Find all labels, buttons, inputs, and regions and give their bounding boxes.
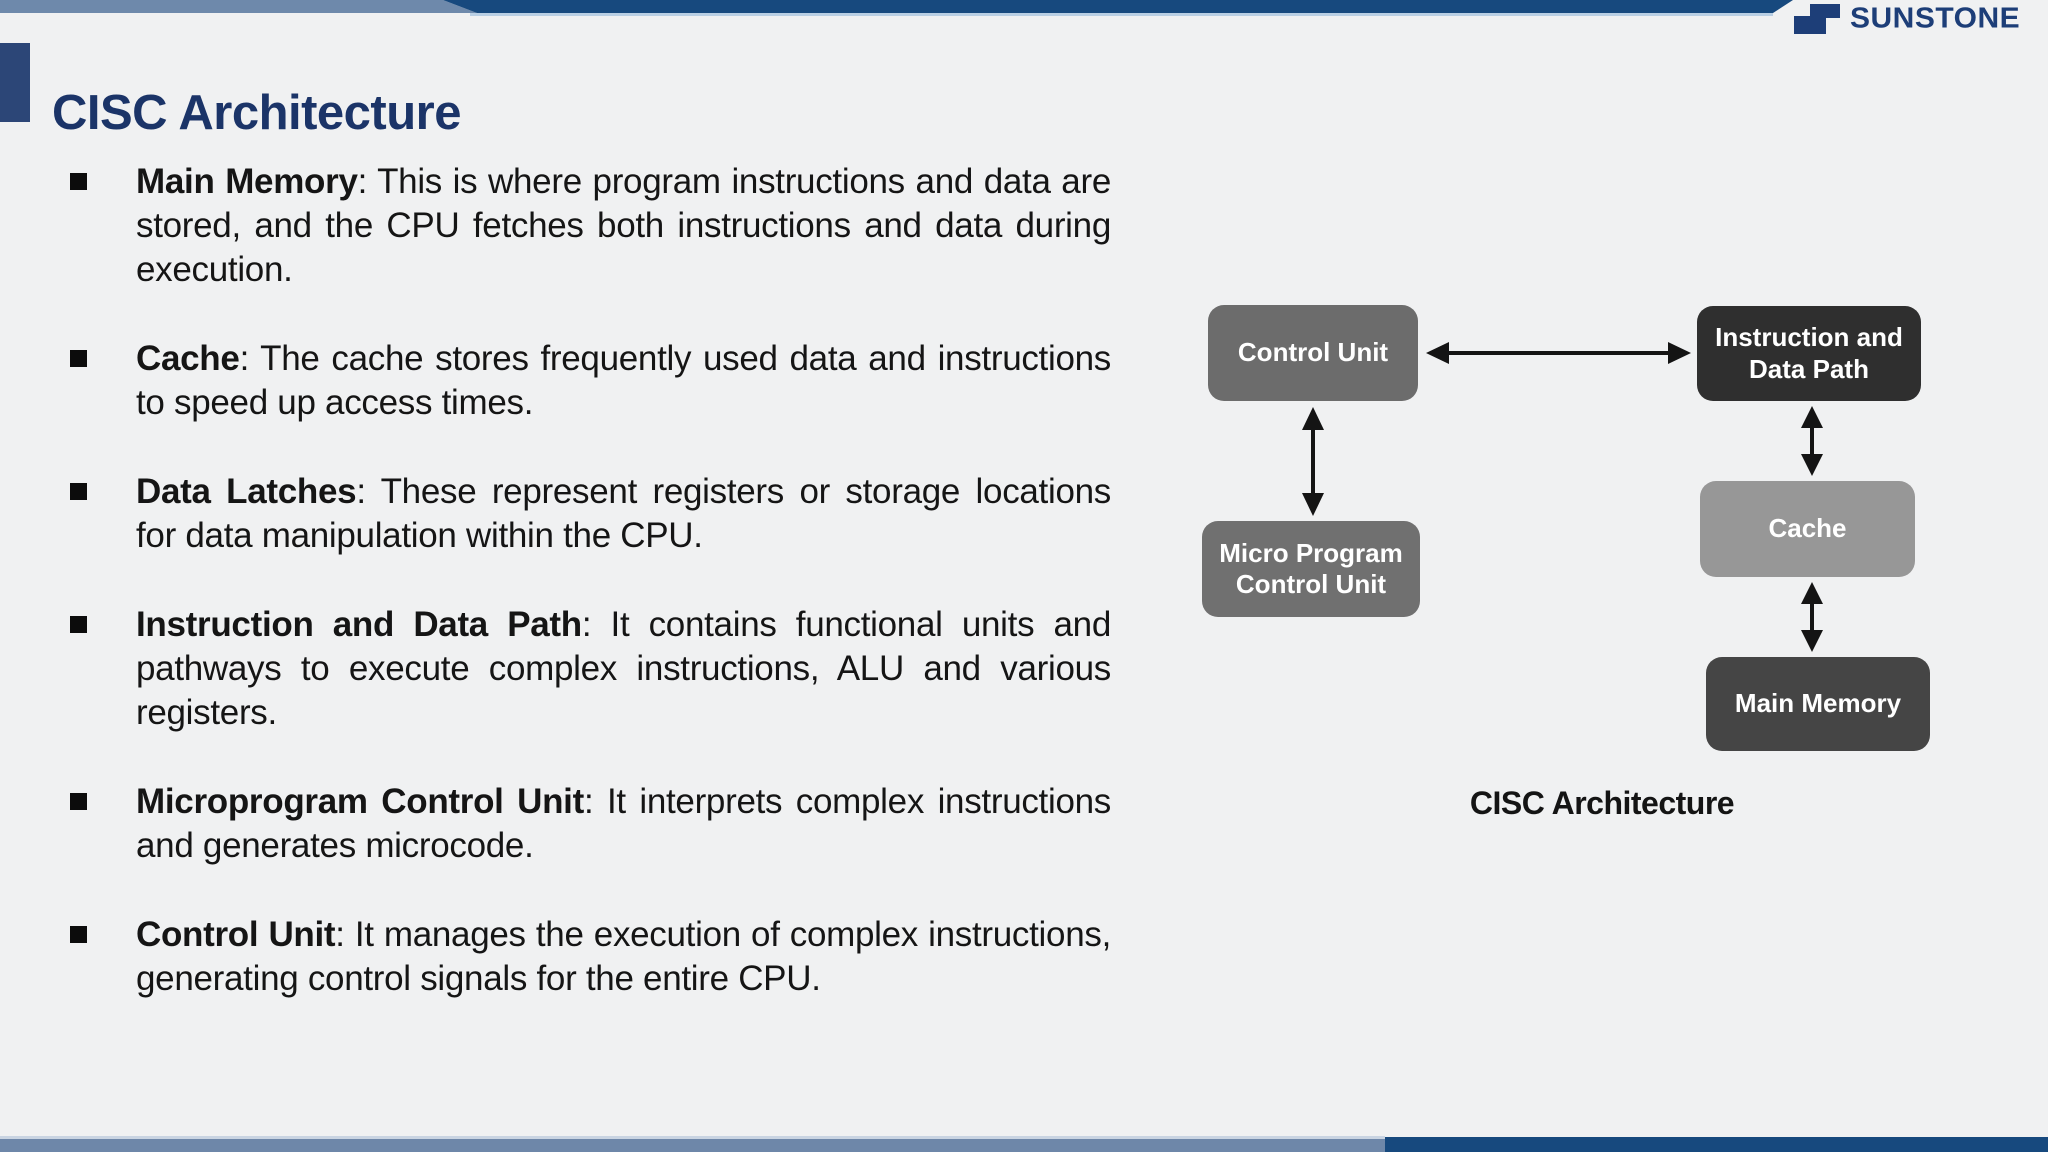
bullet-desc: : It manages the execution of complex in…	[136, 915, 1111, 998]
bullet-term: Cache	[136, 339, 240, 378]
diagram-node-instruction-data-path: Instruction and Data Path	[1697, 306, 1921, 401]
bullet-desc: : The cache stores frequently used data …	[136, 339, 1111, 422]
sunstone-logo: SUNSTONE	[1794, 4, 2020, 34]
bottom-decoration-strip	[0, 1136, 2048, 1152]
bottom-bar-slate-segment	[0, 1139, 1385, 1152]
arrow-cache-main-memory	[1801, 582, 1823, 652]
bottom-bar-light-line	[0, 1136, 1385, 1139]
node-label: Micro Program Control Unit	[1219, 537, 1403, 599]
node-label: Main Memory	[1734, 688, 1902, 719]
top-bar-light-line	[470, 13, 1773, 16]
title-accent-bar	[0, 43, 30, 122]
bullet-item-instruction-data-path: Instruction and Data Path: It contains f…	[68, 603, 1111, 735]
bullet-term: Instruction and Data Path	[136, 605, 582, 644]
bullet-term: Main Memory	[136, 162, 358, 201]
bottom-bar-navy-segment	[1385, 1137, 2048, 1152]
top-decoration-strip	[0, 0, 2048, 18]
node-label: Control Unit	[1237, 337, 1389, 368]
node-label: Instruction and Data Path	[1715, 322, 1903, 384]
bullet-term: Data Latches	[136, 472, 357, 511]
bullet-term: Control Unit	[136, 915, 336, 954]
logo-wordmark: SUNSTONE	[1850, 2, 2021, 35]
node-label: Cache	[1768, 513, 1847, 544]
bullet-marker	[70, 616, 87, 633]
bullet-item-data-latches: Data Latches: These represent registers …	[68, 470, 1111, 558]
arrow-control-unit-mpcu	[1302, 407, 1324, 516]
bullet-item-cache: Cache: The cache stores frequently used …	[68, 337, 1111, 425]
bullet-desc: : This is where program instructions and…	[136, 162, 1111, 289]
page-title: CISC Architecture	[52, 85, 462, 140]
bullet-item-control-unit: Control Unit: It manages the execution o…	[68, 913, 1111, 1001]
bullet-item-microprogram-control-unit: Microprogram Control Unit: It interprets…	[68, 780, 1111, 868]
top-bar-slate-segment	[0, 0, 477, 13]
bullet-desc: : It contains functional units and pathw…	[136, 605, 1112, 732]
bullet-marker	[70, 173, 87, 190]
arrow-control-unit-idp	[1426, 342, 1691, 364]
bullet-desc: : These represent registers or storage l…	[136, 472, 1111, 555]
bullet-marker	[70, 350, 87, 367]
arrow-idp-cache	[1801, 406, 1823, 476]
bullet-marker	[70, 483, 87, 500]
bullet-list: Main Memory: This is where program instr…	[68, 160, 1111, 1046]
diagram-node-micro-program-control-unit: Micro Program Control Unit	[1202, 521, 1420, 617]
diagram-node-cache: Cache	[1700, 481, 1915, 577]
bullet-item-main-memory: Main Memory: This is where program instr…	[68, 160, 1111, 292]
bullet-marker	[70, 926, 87, 943]
sunstone-steps-icon	[1794, 4, 1840, 34]
cisc-architecture-diagram: Control Unit Instruction and Data Path M…	[1100, 280, 2048, 840]
diagram-node-main-memory: Main Memory	[1706, 657, 1930, 751]
bullet-desc: : It interprets complex instructions and…	[136, 782, 1111, 865]
top-bar-navy-segment	[443, 0, 1793, 13]
bullet-marker	[70, 793, 87, 810]
diagram-arrows	[1302, 342, 1823, 652]
diagram-caption: CISC Architecture	[1469, 785, 1735, 821]
diagram-node-control-unit: Control Unit	[1208, 305, 1418, 401]
bullet-term: Microprogram Control Unit	[136, 782, 584, 821]
